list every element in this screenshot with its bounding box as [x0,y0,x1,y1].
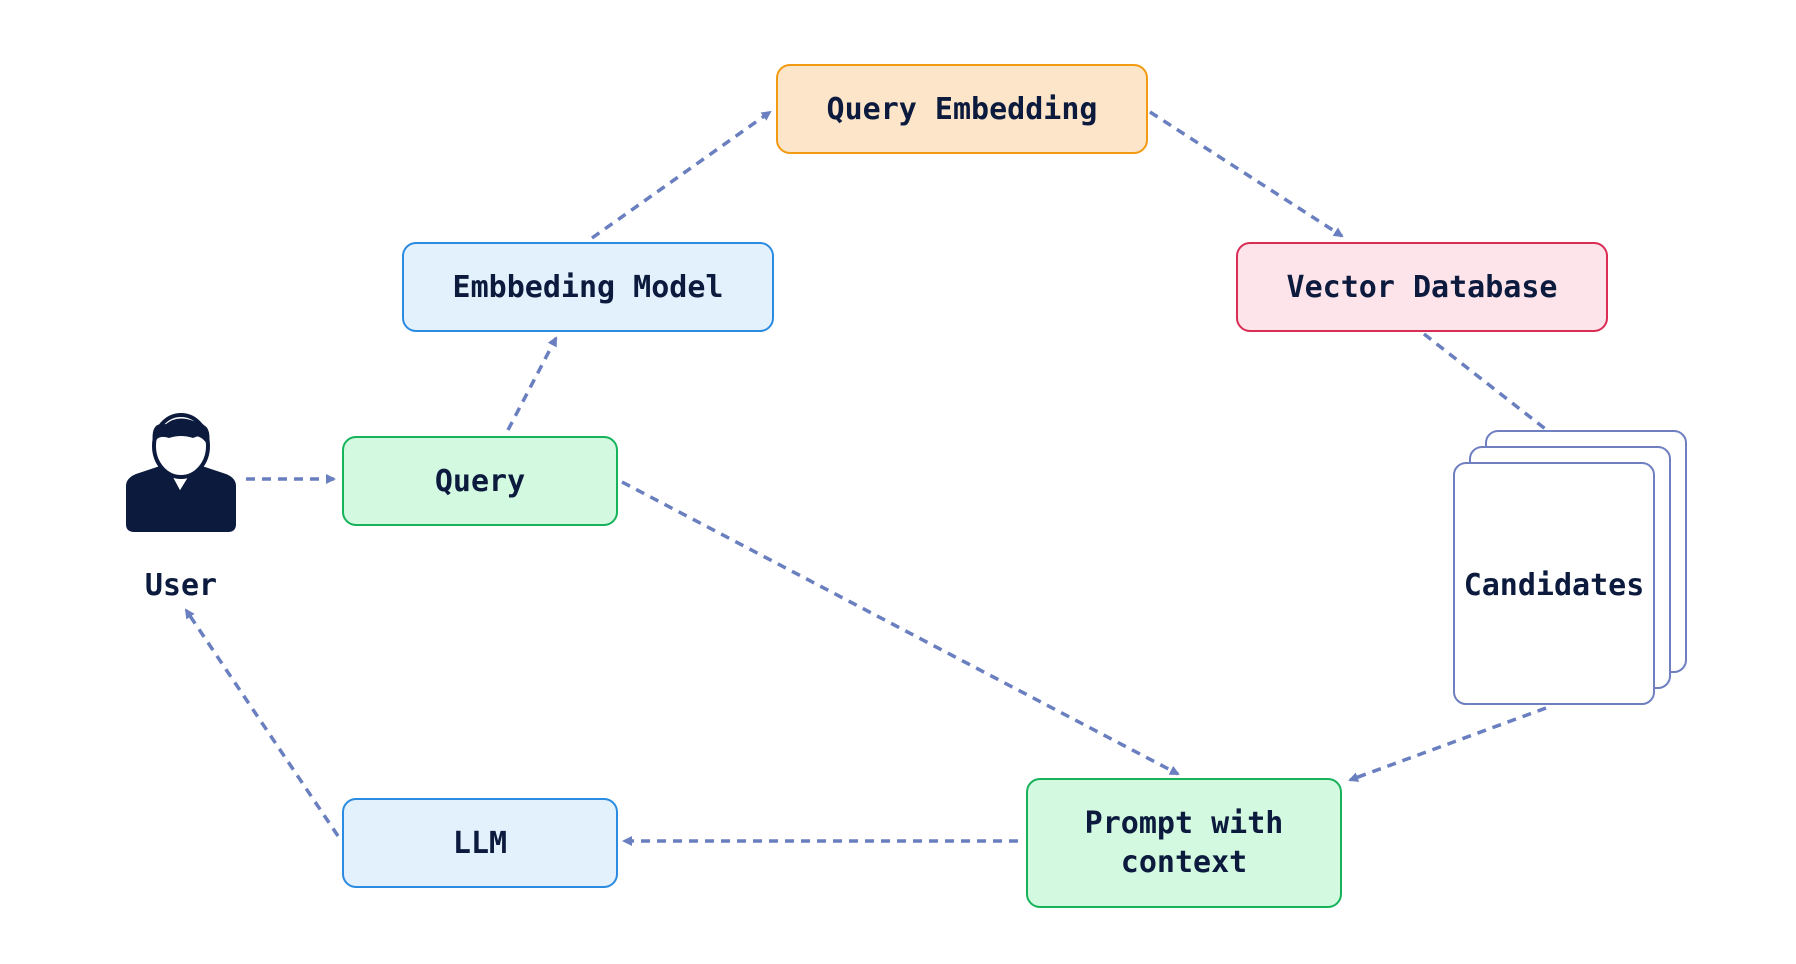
candidates-stack [1453,430,1687,705]
node-candidates-label: Candidates [1463,568,1645,603]
node-user-label: User [144,568,218,603]
candidate-document-front [1453,462,1655,705]
edge-query-embedding-to-vector-database [1149,110,1344,238]
edge-candidates-to-prompt [1348,706,1547,782]
node-embedding-model-label: Embbeding Model [452,269,724,305]
node-vector-database: Vector Database [1236,242,1608,332]
edge-llm-to-user [184,608,340,837]
edge-embedding-model-to-query-embedding [590,110,772,240]
node-prompt-with-context-label: Prompt with context [1084,806,1284,880]
edge-query-to-prompt [621,480,1180,776]
edge-query-to-embedding-model [506,336,558,431]
node-query: Query [342,436,618,526]
node-query-embedding: Query Embedding [776,64,1148,154]
node-vector-database-label: Vector Database [1286,269,1558,305]
node-llm-label: LLM [452,825,508,861]
node-embedding-model: Embbeding Model [402,242,774,332]
node-query-label: Query [434,463,526,499]
edge-vector-database-to-candidates [1422,332,1564,444]
node-llm: LLM [342,798,618,888]
user-icon [126,413,236,532]
node-prompt-with-context: Prompt with context [1026,778,1342,908]
node-query-embedding-label: Query Embedding [826,91,1098,127]
